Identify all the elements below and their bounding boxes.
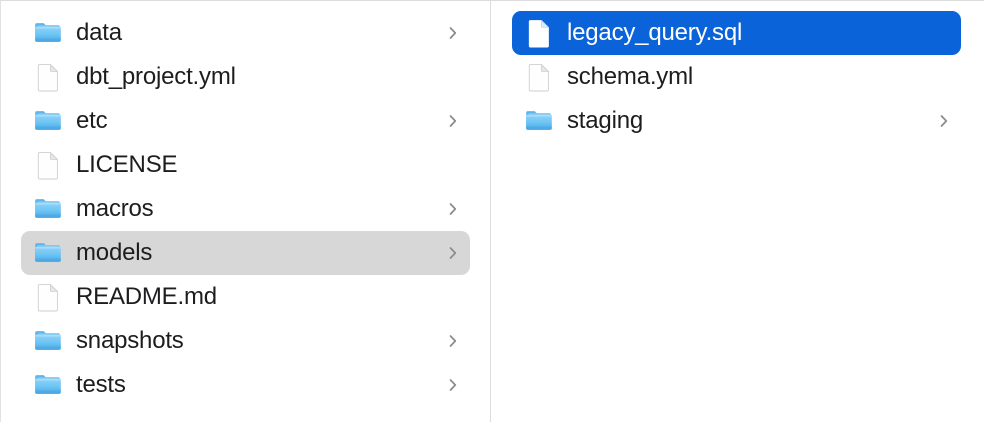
folder-row[interactable]: staging bbox=[512, 99, 961, 143]
chevron-placeholder bbox=[446, 67, 460, 87]
finder-column-child[interactable]: legacy_query.sql schema.yml staging bbox=[491, 1, 984, 422]
folder-row[interactable]: models bbox=[21, 231, 470, 275]
chevron-right-icon bbox=[446, 331, 460, 351]
finder-column-child-items: legacy_query.sql schema.yml staging bbox=[491, 11, 984, 143]
chevron-placeholder bbox=[446, 155, 460, 175]
folder-icon bbox=[33, 18, 63, 48]
folder-name-label: etc bbox=[76, 107, 108, 134]
folder-name-label: snapshots bbox=[76, 327, 184, 354]
folder-icon bbox=[33, 106, 63, 136]
chevron-placeholder bbox=[446, 287, 460, 307]
document-icon bbox=[33, 62, 63, 92]
folder-icon bbox=[33, 370, 63, 400]
folder-icon bbox=[33, 326, 63, 356]
folder-row[interactable]: etc bbox=[21, 99, 470, 143]
file-name-label: LICENSE bbox=[76, 151, 178, 178]
chevron-right-icon bbox=[446, 23, 460, 43]
document-icon bbox=[33, 282, 63, 312]
folder-row[interactable]: tests bbox=[21, 363, 470, 407]
folder-row[interactable]: snapshots bbox=[21, 319, 470, 363]
chevron-right-icon bbox=[446, 199, 460, 219]
file-name-label: legacy_query.sql bbox=[567, 19, 743, 46]
folder-name-label: staging bbox=[567, 107, 643, 134]
chevron-right-icon bbox=[446, 243, 460, 263]
folder-row[interactable]: macros bbox=[21, 187, 470, 231]
folder-row[interactable]: data bbox=[21, 11, 470, 55]
folder-icon bbox=[33, 238, 63, 268]
file-row[interactable]: LICENSE bbox=[21, 143, 470, 187]
file-row[interactable]: schema.yml bbox=[512, 55, 961, 99]
document-icon bbox=[524, 18, 554, 48]
folder-name-label: data bbox=[76, 19, 122, 46]
folder-name-label: tests bbox=[76, 371, 126, 398]
file-name-label: dbt_project.yml bbox=[76, 63, 236, 90]
chevron-right-icon bbox=[446, 111, 460, 131]
file-name-label: README.md bbox=[76, 283, 217, 310]
folder-icon bbox=[33, 194, 63, 224]
document-icon bbox=[524, 62, 554, 92]
file-name-label: schema.yml bbox=[567, 63, 694, 90]
file-row[interactable]: dbt_project.yml bbox=[21, 55, 470, 99]
chevron-right-icon bbox=[446, 375, 460, 395]
file-row[interactable]: README.md bbox=[21, 275, 470, 319]
folder-icon bbox=[524, 106, 554, 136]
document-icon bbox=[33, 150, 63, 180]
file-row[interactable]: legacy_query.sql bbox=[512, 11, 961, 55]
chevron-placeholder bbox=[937, 23, 951, 43]
folder-name-label: macros bbox=[76, 195, 154, 222]
chevron-right-icon bbox=[937, 111, 951, 131]
chevron-placeholder bbox=[937, 67, 951, 87]
folder-name-label: models bbox=[76, 239, 153, 266]
